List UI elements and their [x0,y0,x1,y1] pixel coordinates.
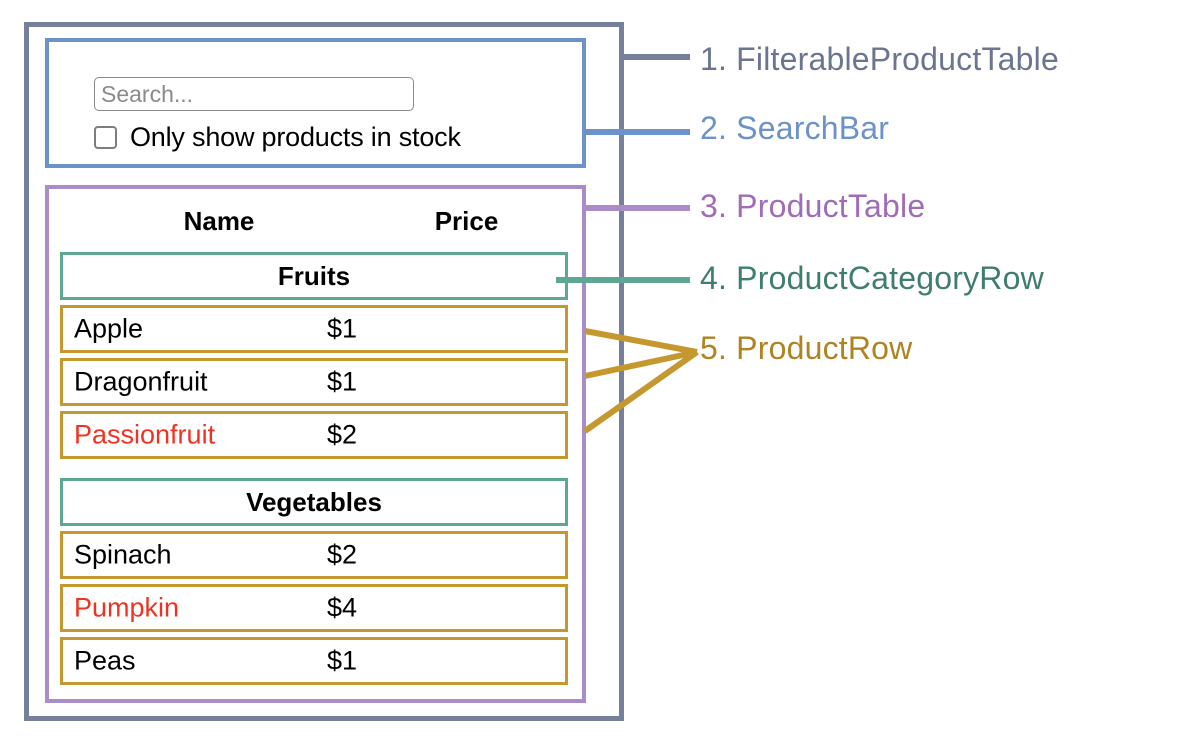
product-row: Dragonfruit $1 [60,358,568,406]
product-price: $2 [327,419,358,450]
annotation-label-product-category-row: 4. ProductCategoryRow [700,260,1044,296]
in-stock-filter-row[interactable]: Only show products in stock [94,122,461,153]
product-name: Dragonfruit [74,366,208,397]
product-price: $1 [327,366,358,397]
product-table: Name Price Fruits Apple $1 Dragonfruit $… [45,185,586,703]
product-row: Apple $1 [60,305,568,353]
section-spacer [60,464,568,478]
product-row: Peas $1 [60,637,568,685]
annotation-label-product-row: 5. ProductRow [700,330,913,366]
product-row: Pumpkin $4 [60,584,568,632]
search-input[interactable] [94,77,414,111]
column-header-name: Name [183,205,255,236]
annotation-label-filterable-product-table: 1. FilterableProductTable [700,41,1059,77]
in-stock-checkbox[interactable] [94,126,117,149]
product-category-label: Fruits [277,260,351,291]
product-row: Passionfruit $2 [60,411,568,459]
product-category-row: Vegetables [60,478,568,526]
product-price: $4 [327,592,358,623]
product-row: Spinach $2 [60,531,568,579]
search-bar: Only show products in stock [45,38,586,168]
product-category-label: Vegetables [246,486,382,517]
in-stock-checkbox-label: Only show products in stock [130,122,461,152]
product-name: Spinach [74,539,172,570]
product-name: Apple [74,313,144,344]
product-category-row: Fruits [60,252,568,300]
table-header-row: Name Price [49,197,582,245]
product-price: $1 [327,313,358,344]
product-price: $1 [327,645,358,676]
product-name: Passionfruit [74,419,216,450]
annotation-label-product-table: 3. ProductTable [700,188,926,224]
product-price: $2 [327,539,358,570]
product-name: Peas [74,645,136,676]
product-name: Pumpkin [74,592,180,623]
product-rows-area: Fruits Apple $1 Dragonfruit $1 Passionfr… [60,252,568,690]
column-header-price: Price [434,205,499,236]
annotation-label-search-bar: 2. SearchBar [700,110,890,146]
